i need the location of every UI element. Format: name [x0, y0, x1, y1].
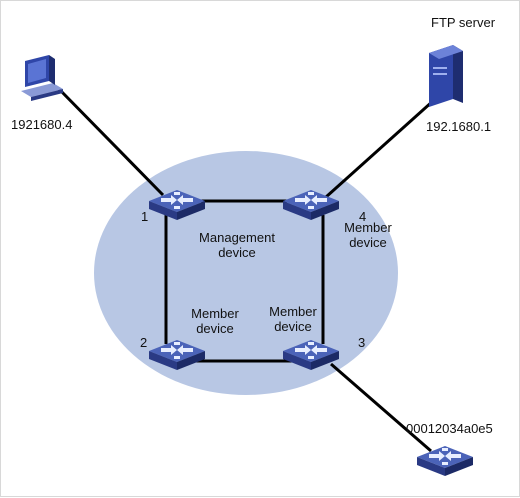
switch-4-icon: [283, 190, 339, 220]
server-icon: [429, 45, 463, 107]
sw4-role-label: Member device: [344, 220, 392, 250]
link-pc-sw1: [57, 87, 165, 197]
switch-group: [149, 190, 473, 476]
pc-ip-label: 1921680.4: [11, 117, 73, 132]
link-ftp-sw4: [324, 99, 435, 199]
switch-1-icon: [149, 190, 205, 220]
candidate-mac-label: 00012034a0e5: [406, 421, 493, 436]
pc-icon: [21, 55, 63, 101]
link-sw3-candidate: [330, 362, 432, 453]
sw1-port-label: 1: [141, 209, 149, 224]
sw2-port-label: 2: [140, 335, 148, 350]
sw3-port-label: 3: [358, 335, 366, 350]
ftp-ip-label: 192.1680.1: [426, 119, 492, 134]
links: [57, 87, 435, 453]
candidate-switch-icon: [417, 446, 473, 476]
cluster-area: [94, 151, 398, 395]
switch-2-icon: [149, 340, 205, 370]
sw4-port-label: 4: [359, 209, 367, 224]
ftp-server-title: FTP server: [431, 15, 496, 30]
sw1-role-label: Management device: [199, 230, 275, 260]
sw3-role-label: Member device: [269, 304, 317, 334]
switch-3-icon: [283, 340, 339, 370]
sw2-role-label: Member device: [191, 306, 239, 336]
